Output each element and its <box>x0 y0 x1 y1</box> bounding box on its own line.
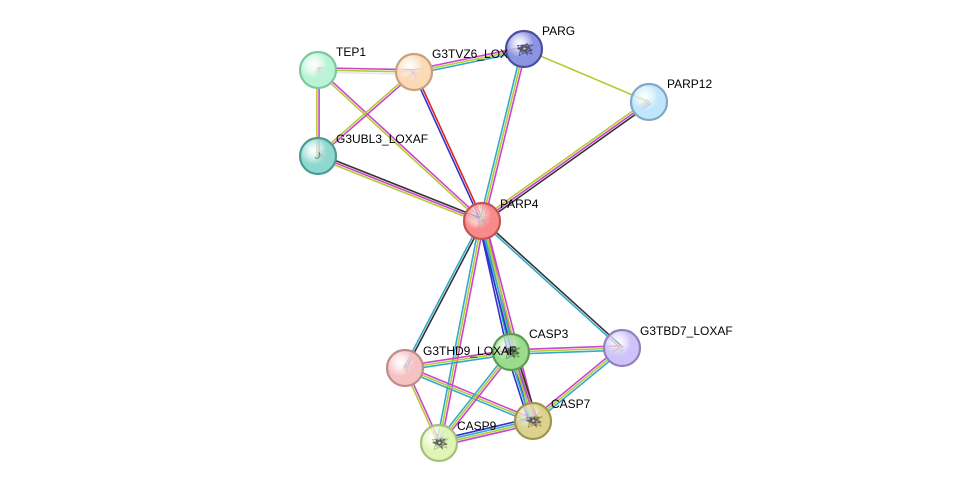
edge-strand <box>439 352 514 446</box>
node-circle <box>504 29 544 69</box>
edge-strand <box>481 219 624 348</box>
node-g3thd9[interactable] <box>385 348 425 388</box>
edge-strand <box>482 219 535 422</box>
edge-strand <box>403 219 482 369</box>
edge-strand <box>414 70 484 222</box>
node-g3ubl3[interactable] <box>298 136 338 176</box>
edge-strand <box>480 220 533 423</box>
node-label-tep1: TEP1 <box>336 45 366 59</box>
edge-strand <box>484 219 538 421</box>
node-circle <box>419 423 459 463</box>
protein-structure-icon <box>525 415 543 429</box>
edge-strand <box>405 365 535 420</box>
edge-g3tvz6-g3ubl3[interactable] <box>316 70 416 158</box>
protein-structure-icon <box>516 44 532 56</box>
node-circle <box>298 50 338 90</box>
edge-strand <box>316 70 415 156</box>
edge-strand <box>481 101 650 222</box>
edge-strand <box>438 351 512 444</box>
node-circle <box>513 401 553 441</box>
node-parg[interactable] <box>504 29 544 69</box>
small-fragment-icon <box>314 151 321 159</box>
edge-strand <box>317 72 416 158</box>
edge-strand <box>532 347 623 422</box>
protein-structure-icon <box>431 438 447 450</box>
protein-structure-icon <box>503 347 519 359</box>
edge-strand <box>316 157 482 224</box>
edge-g3ubl3-parp4[interactable] <box>316 153 484 224</box>
edge-strand <box>530 345 622 421</box>
edge-strand <box>483 48 527 223</box>
node-label-casp9: CASP9 <box>457 419 497 433</box>
edge-strand <box>477 221 531 423</box>
edge-strand <box>405 220 484 370</box>
node-circle <box>385 348 425 388</box>
edge-strand <box>482 102 652 224</box>
edge-strand <box>317 155 483 222</box>
edge-strand <box>412 71 482 223</box>
edge-strand <box>479 99 649 221</box>
node-circle <box>298 136 338 176</box>
node-label-g3ubl3: G3UBL3_LOXAF <box>336 132 428 146</box>
node-parp4[interactable] <box>462 201 502 241</box>
node-casp7[interactable] <box>513 401 553 441</box>
node-label-parg: PARG <box>542 24 575 38</box>
node-label-g3tvz6: G3TVZ6_LOX <box>432 47 508 61</box>
edge-strand <box>533 348 625 424</box>
edge-g3thd9-casp7[interactable] <box>403 365 535 424</box>
node-label-casp3: CASP3 <box>529 327 569 341</box>
node-label-g3thd9: G3THD9_LOXAF <box>423 344 516 358</box>
edge-casp3-casp9[interactable] <box>436 349 514 446</box>
node-g3tbd7[interactable] <box>602 328 642 368</box>
edge-strand <box>523 48 650 103</box>
node-circle <box>602 328 642 368</box>
node-casp9[interactable] <box>419 423 459 463</box>
edge-strand <box>440 220 485 445</box>
edge-strand <box>438 220 483 444</box>
edge-parp4-casp9[interactable] <box>436 219 485 445</box>
node-circle <box>629 82 669 122</box>
edge-strand <box>480 221 623 350</box>
edge-strand <box>481 48 525 222</box>
edge-parg-parp4[interactable] <box>479 47 527 223</box>
protein-structure-icon <box>503 346 521 360</box>
edge-parp4-g3tbd7[interactable] <box>480 219 624 350</box>
protein-structure-icon <box>525 416 541 428</box>
protein-structure-icon <box>516 43 534 57</box>
edge-parg-parp12[interactable] <box>523 48 650 103</box>
protein-structure-icon <box>431 437 449 451</box>
edge-strand <box>318 153 484 220</box>
nodes-layer <box>298 29 669 463</box>
node-g3tvz6[interactable] <box>394 52 434 92</box>
edge-g3tvz6-parp4[interactable] <box>412 70 484 223</box>
edge-strand <box>403 369 533 424</box>
node-label-parp4: PARP4 <box>500 197 539 211</box>
edge-parp4-g3thd9[interactable] <box>403 219 484 370</box>
node-circle <box>491 332 531 372</box>
edge-strand <box>404 367 534 422</box>
node-parp12[interactable] <box>629 82 669 122</box>
edge-tep1-parp4[interactable] <box>316 68 484 223</box>
node-tep1[interactable] <box>298 50 338 90</box>
node-casp3[interactable] <box>491 332 531 372</box>
node-label-parp12: PARP12 <box>667 77 712 91</box>
edge-strand <box>317 68 484 221</box>
edge-parp4-casp7[interactable] <box>477 219 538 423</box>
edge-strand <box>436 219 481 444</box>
edge-strand <box>479 47 523 222</box>
node-label-casp7: CASP7 <box>551 397 591 411</box>
edge-strand <box>316 70 483 223</box>
node-circle <box>462 201 502 241</box>
node-circle <box>394 52 434 92</box>
edge-casp7-g3tbd7[interactable] <box>530 345 625 424</box>
node-label-g3tbd7: G3TBD7_LOXAF <box>640 324 733 338</box>
edge-parp12-parp4[interactable] <box>479 99 652 224</box>
edge-strand <box>436 349 511 443</box>
